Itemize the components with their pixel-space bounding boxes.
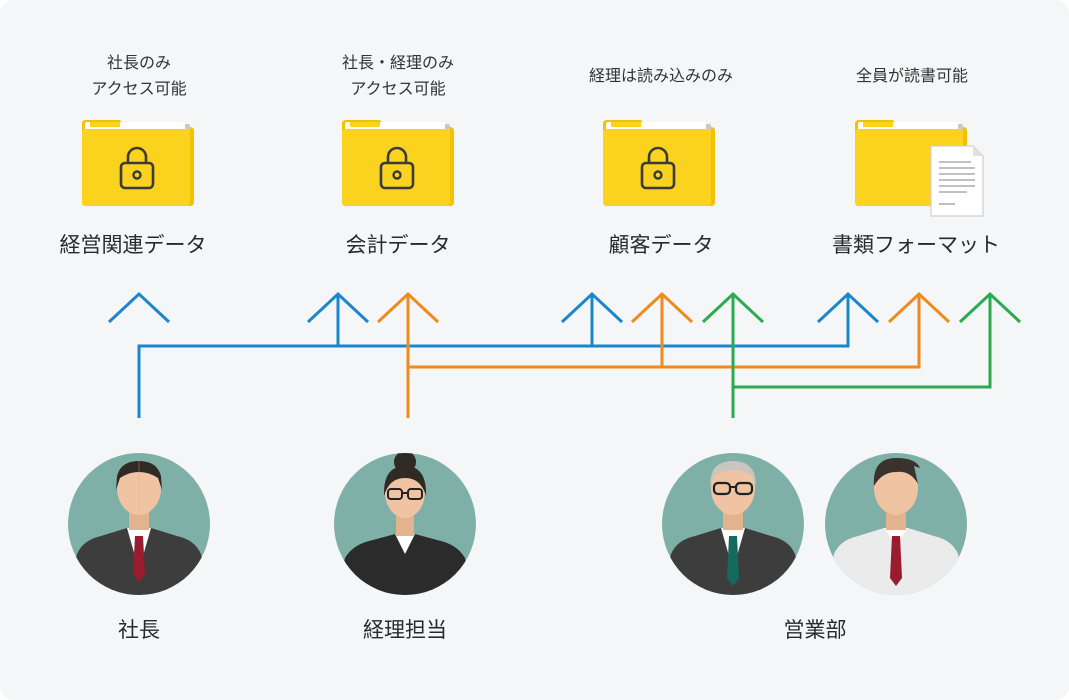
access-note-line: 全員が読書可能 [855,66,969,85]
folder-format [855,120,984,217]
accounting-access-lines [376,291,951,418]
man-glasses-avatar [662,453,804,595]
sales-access-lines [701,291,1022,418]
person-label-sales: 営業部 [783,618,847,642]
arrow-head [107,291,171,324]
arrow-head [701,291,765,324]
arrow-head [306,291,370,324]
access-note-line: アクセス可能 [350,79,446,98]
person-label-president: 社長 [118,618,160,642]
folder-accounting [342,120,454,206]
man-suit-avatar [68,453,210,595]
arrow-head [376,291,440,324]
access-note-line: 社長のみ [106,53,172,72]
access-note-format: 全員が読書可能 [856,63,968,89]
arrow-head [816,291,880,324]
person-label-accounting: 経理担当 [363,618,447,642]
man-shirt-avatar [825,453,967,595]
access-note-line: アクセス可能 [91,79,187,98]
arrow-head [958,291,1022,324]
folder-label-format: 書類フォーマット [832,233,1000,257]
arrow-head [887,291,951,324]
access-note-customer: 経理は読み込みのみ [589,63,733,89]
access-note-management: 社長のみ アクセス可能 [91,50,186,102]
president-access-lines [107,291,880,418]
access-note-line: 経理は読み込みのみ [588,66,734,85]
folder-label-management: 経営関連データ [59,233,207,257]
folder-label-customer: 顧客データ [608,233,714,257]
folder-management [82,120,194,206]
document-icon [930,145,984,217]
folder-label-accounting: 会計データ [345,233,451,257]
access-note-accounting: 社長・経理のみ アクセス可能 [342,50,454,102]
arrow-head [630,291,694,324]
arrow-head [560,291,624,324]
woman-glasses-avatar [334,453,476,595]
folder-customer [603,120,715,206]
access-note-line: 社長・経理のみ [341,53,455,72]
